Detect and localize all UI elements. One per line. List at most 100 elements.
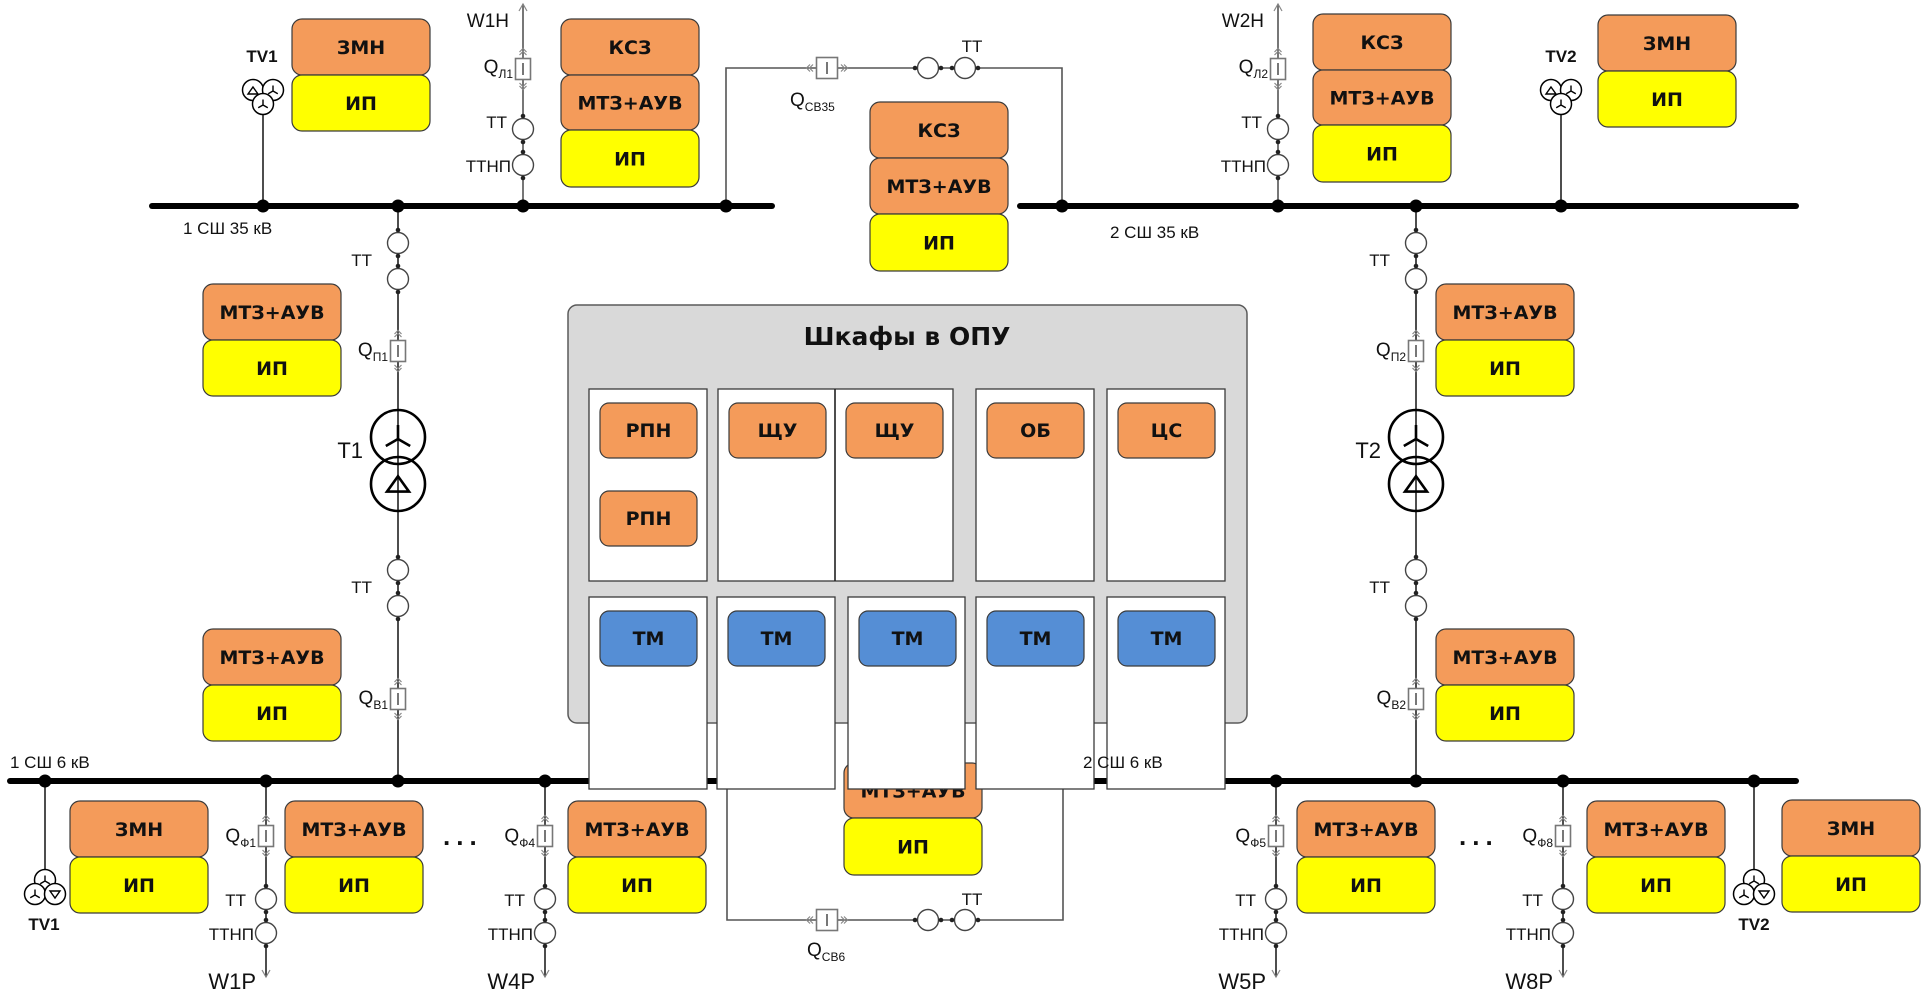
circuit-breaker-qp2[interactable] xyxy=(1407,329,1425,373)
circuit-breaker-qf8[interactable] xyxy=(1554,814,1572,858)
power-supply-block[interactable]: ИП xyxy=(291,74,431,132)
power-supply-block-box[interactable] xyxy=(1781,855,1921,913)
voltage-transformer-tv2-top[interactable] xyxy=(1539,78,1583,116)
power-supply-block[interactable]: ИП xyxy=(202,339,342,397)
power-supply-block-box[interactable] xyxy=(69,856,209,914)
telemetry-device-box[interactable] xyxy=(599,610,698,667)
cabinet-device[interactable]: РПН xyxy=(599,402,698,459)
telemetry-device-box[interactable] xyxy=(986,610,1085,667)
power-supply-block-box[interactable] xyxy=(843,817,983,876)
connection-dot xyxy=(1413,590,1419,596)
current-transformer-icon xyxy=(1551,921,1575,945)
power-supply-block[interactable]: ИП xyxy=(560,129,700,188)
power-supply-block[interactable]: ИП xyxy=(869,213,1009,272)
circuit-breaker-qsv35[interactable] xyxy=(805,56,849,80)
cabinet-device[interactable]: ОБ xyxy=(986,402,1085,459)
cabinet-device-box[interactable] xyxy=(845,402,944,459)
protection-block-mtz[interactable]: МТЗ+АУВ xyxy=(1435,628,1575,686)
protection-block-mtz[interactable]: МТЗ+АУВ xyxy=(1435,283,1575,341)
protection-block-mtz[interactable]: МТЗ+АУВ xyxy=(1296,800,1436,858)
ct-label: ТТ xyxy=(1369,251,1390,270)
circuit-breaker-qf1[interactable] xyxy=(257,814,275,858)
power-transformer-t1[interactable] xyxy=(369,408,427,513)
protection-block-mtz[interactable]: МТЗ+АУВ xyxy=(202,628,342,686)
protection-block-zmn[interactable]: ЗМН xyxy=(1781,799,1921,857)
voltage-transformer-tv2-bottom[interactable] xyxy=(1732,868,1776,906)
power-supply-block[interactable]: ИП xyxy=(1435,684,1575,742)
circuit-breaker-qf5[interactable] xyxy=(1267,814,1285,858)
telemetry-device-box[interactable] xyxy=(858,610,957,667)
power-supply-block-box[interactable] xyxy=(291,74,431,132)
protection-block-ksz[interactable]: КСЗ xyxy=(560,18,700,76)
telemetry-device[interactable]: ТМ xyxy=(986,610,1085,667)
circuit-breaker-qv2[interactable] xyxy=(1407,677,1425,721)
power-supply-block[interactable]: ИП xyxy=(843,817,983,876)
protection-block-ksz[interactable]: КСЗ xyxy=(1312,13,1452,71)
circuit-breaker-ql2[interactable] xyxy=(1269,47,1287,91)
protection-block-zmn[interactable]: ЗМН xyxy=(1597,14,1737,72)
power-supply-block-box[interactable] xyxy=(1435,339,1575,397)
power-supply-block[interactable]: ИП xyxy=(1586,856,1726,914)
power-supply-block[interactable]: ИП xyxy=(1296,856,1436,914)
cabinet-device-box[interactable] xyxy=(1117,402,1216,459)
current-transformer-icon xyxy=(953,56,977,80)
protection-block-mtz[interactable]: МТЗ+АУВ xyxy=(1312,69,1452,126)
power-supply-block-box[interactable] xyxy=(1435,684,1575,742)
telemetry-device[interactable]: ТМ xyxy=(858,610,957,667)
power-supply-block[interactable]: ИП xyxy=(1597,70,1737,128)
cabinet-device[interactable]: РПН xyxy=(599,490,698,547)
protection-block-ksz[interactable]: КСЗ xyxy=(869,101,1009,159)
telemetry-device[interactable]: ТМ xyxy=(727,610,826,667)
circuit-breaker-ql1[interactable] xyxy=(514,47,532,91)
voltage-transformer-tv1-bottom[interactable] xyxy=(23,868,67,906)
power-supply-block[interactable]: ИП xyxy=(202,684,342,742)
circuit-breaker-qsv6[interactable] xyxy=(805,908,849,932)
protection-block-mtz[interactable]: МТЗ+АУВ xyxy=(869,157,1009,215)
cabinet-device-box[interactable] xyxy=(986,402,1085,459)
power-supply-block[interactable]: ИП xyxy=(1312,124,1452,183)
cabinet-device[interactable]: ЩУ xyxy=(845,402,944,459)
telemetry-device-label: ТМ xyxy=(761,628,793,650)
telemetry-device-box[interactable] xyxy=(727,610,826,667)
power-supply-block-box[interactable] xyxy=(1597,70,1737,128)
vt-label-tv1: TV1 xyxy=(246,47,277,66)
connection-dot xyxy=(395,263,401,269)
power-supply-block-box[interactable] xyxy=(202,339,342,397)
protection-block-mtz[interactable]: МТЗ+АУВ xyxy=(1586,800,1726,858)
power-supply-block[interactable]: ИП xyxy=(1781,855,1921,913)
power-supply-block-box[interactable] xyxy=(560,129,700,188)
power-transformer-t2[interactable] xyxy=(1387,408,1445,513)
protection-block-mtz[interactable]: МТЗ+АУВ xyxy=(284,800,424,858)
cabinet-device[interactable]: ЩУ xyxy=(728,402,827,459)
power-supply-block-box[interactable] xyxy=(567,856,707,914)
power-supply-block-box[interactable] xyxy=(1312,124,1452,183)
cabinet-device-box[interactable] xyxy=(599,490,698,547)
protection-block-zmn[interactable]: ЗМН xyxy=(69,800,209,858)
cabinet-device[interactable]: ЦС xyxy=(1117,402,1216,459)
power-supply-block-box[interactable] xyxy=(284,856,424,914)
connection-dot xyxy=(975,65,981,71)
cabinet-device-box[interactable] xyxy=(728,402,827,459)
power-supply-block[interactable]: ИП xyxy=(284,856,424,914)
power-supply-block[interactable]: ИП xyxy=(69,856,209,914)
power-supply-block-box[interactable] xyxy=(869,213,1009,272)
protection-block-mtz[interactable]: МТЗ+АУВ xyxy=(567,800,707,858)
disconnect-chevron-icon xyxy=(805,64,814,72)
telemetry-device-box[interactable] xyxy=(1117,610,1216,667)
protection-block-zmn[interactable]: ЗМН xyxy=(291,18,431,76)
power-supply-block-box[interactable] xyxy=(202,684,342,742)
protection-block-mtz[interactable]: МТЗ+АУВ xyxy=(560,74,700,131)
circuit-breaker-qv1[interactable] xyxy=(389,677,407,721)
telemetry-device[interactable]: ТМ xyxy=(1117,610,1216,667)
power-supply-block-box[interactable] xyxy=(1296,856,1436,914)
cabinet-device-box[interactable] xyxy=(599,402,698,459)
circuit-breaker-qf4[interactable] xyxy=(536,814,554,858)
power-supply-block[interactable]: ИП xyxy=(567,856,707,914)
circuit-breaker-qp1[interactable] xyxy=(389,329,407,373)
protection-block-mtz[interactable]: МТЗ+АУВ xyxy=(202,283,342,341)
power-supply-block[interactable]: ИП xyxy=(1435,339,1575,397)
disconnect-chevron-icon xyxy=(394,712,402,721)
power-supply-block-box[interactable] xyxy=(1586,856,1726,914)
telemetry-device[interactable]: ТМ xyxy=(599,610,698,667)
voltage-transformer-tv1-top[interactable] xyxy=(241,78,285,116)
